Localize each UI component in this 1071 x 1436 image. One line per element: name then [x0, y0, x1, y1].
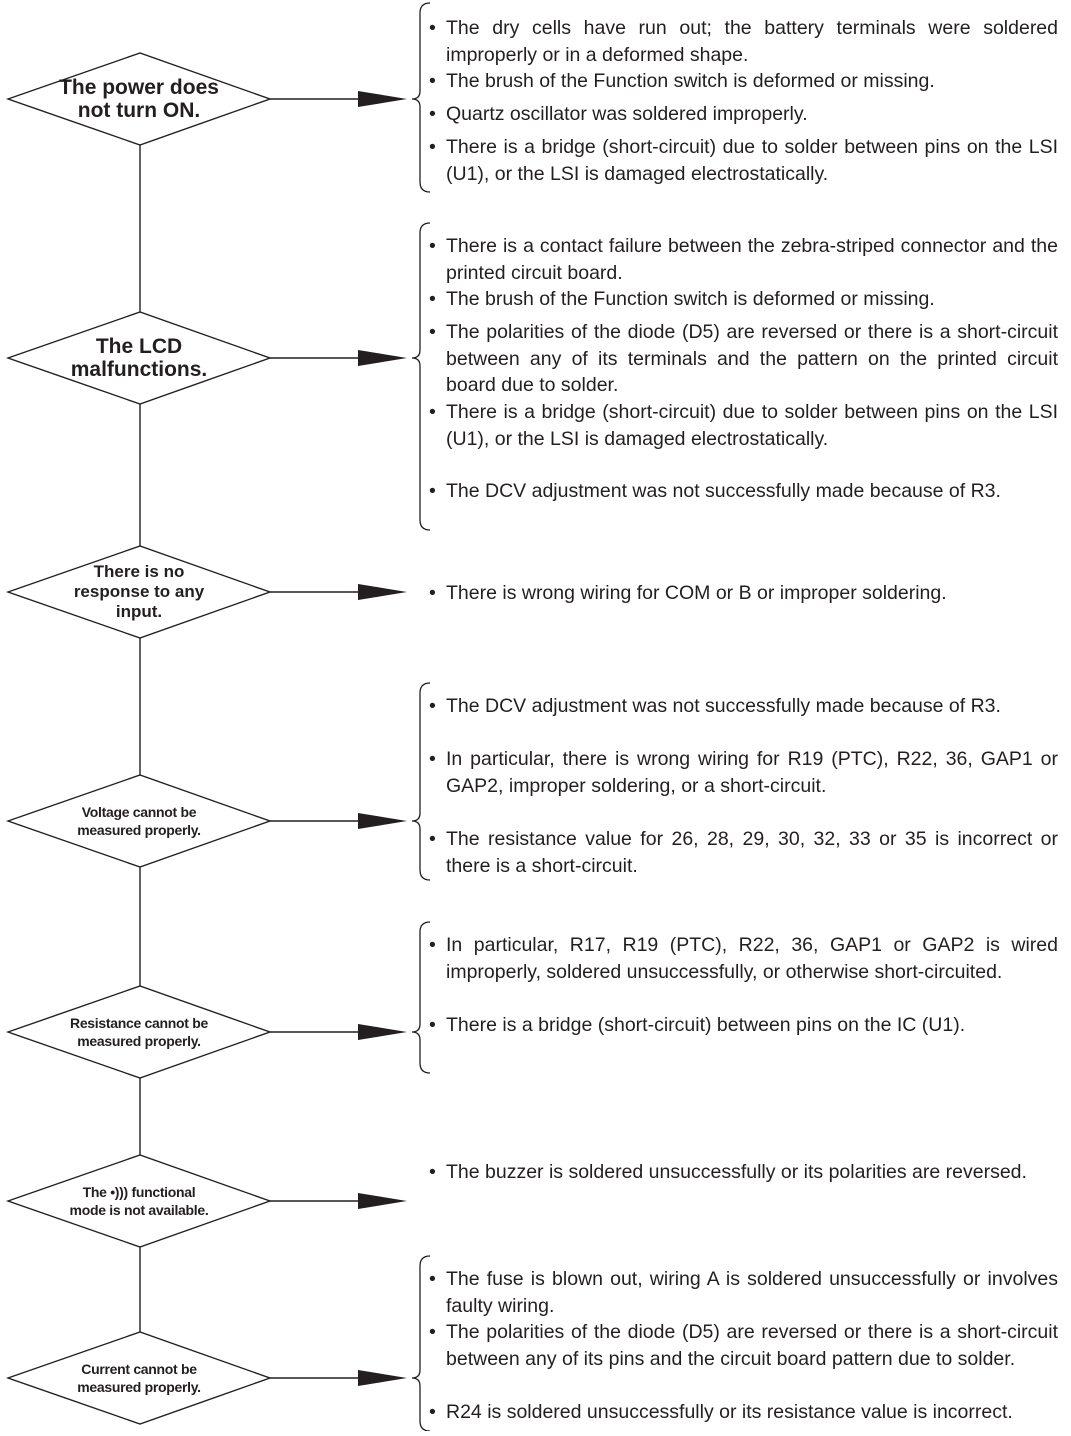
symptom-label: Resistance cannot be measured properly. [70, 1015, 208, 1049]
cause-item: In particular, R17, R19 (PTC), R22, 36, … [428, 932, 1058, 985]
cause-item: The buzzer is soldered unsuccessfully or… [428, 1159, 1058, 1186]
cause-item: The DCV adjustment was not successfully … [428, 693, 1058, 720]
arrow-head-icon [358, 813, 407, 829]
arrow-head-icon [358, 1370, 407, 1386]
cause-item: The DCV adjustment was not successfully … [428, 478, 1058, 505]
arrow-head-icon [358, 1193, 407, 1209]
symptom-label: Current cannot be measured properly. [77, 1361, 201, 1395]
arrow-head-icon [358, 584, 407, 600]
brace-bracket [411, 921, 431, 1074]
cause-item: The fuse is blown out, wiring A is solde… [428, 1266, 1058, 1319]
symptom-label: The •))) functional mode is not availabl… [69, 1184, 209, 1218]
symptom-label: The power does not turn ON. [59, 76, 219, 122]
cause-item: There is a bridge (short-circuit) due to… [428, 134, 1058, 187]
arrow-head-icon [358, 350, 407, 366]
brace-bracket [411, 1255, 431, 1432]
arrow-head-icon [358, 91, 407, 107]
cause-item: R24 is soldered unsuccessfully or its re… [428, 1399, 1058, 1426]
brace-bracket [411, 2, 431, 193]
cause-item: There is a bridge (short-circuit) due to… [428, 399, 1058, 452]
cause-item: Quartz oscillator was soldered improperl… [428, 101, 1058, 128]
cause-item: There is a bridge (short-circuit) betwee… [428, 1012, 1058, 1039]
symptom-label: Voltage cannot be measured properly. [77, 804, 201, 838]
cause-item: In particular, there is wrong wiring for… [428, 746, 1058, 799]
cause-item: The polarities of the diode (D5) are rev… [428, 1319, 1058, 1372]
cause-item: There is a contact failure between the z… [428, 233, 1058, 286]
arrow-head-icon [358, 1024, 407, 1040]
cause-item: There is wrong wiring for COM or B or im… [428, 580, 1058, 607]
cause-item: The brush of the Function switch is defo… [428, 68, 1058, 95]
brace-bracket [411, 222, 431, 531]
symptom-label: There is no response to any input. [73, 562, 205, 621]
brace-bracket [411, 682, 431, 881]
cause-item: The polarities of the diode (D5) are rev… [428, 319, 1058, 399]
symptom-label: The LCD malfunctions. [70, 335, 208, 381]
cause-item: The dry cells have run out; the battery … [428, 15, 1058, 68]
cause-item: The resistance value for 26, 28, 29, 30,… [428, 826, 1058, 879]
cause-item: The brush of the Function switch is defo… [428, 286, 1058, 313]
